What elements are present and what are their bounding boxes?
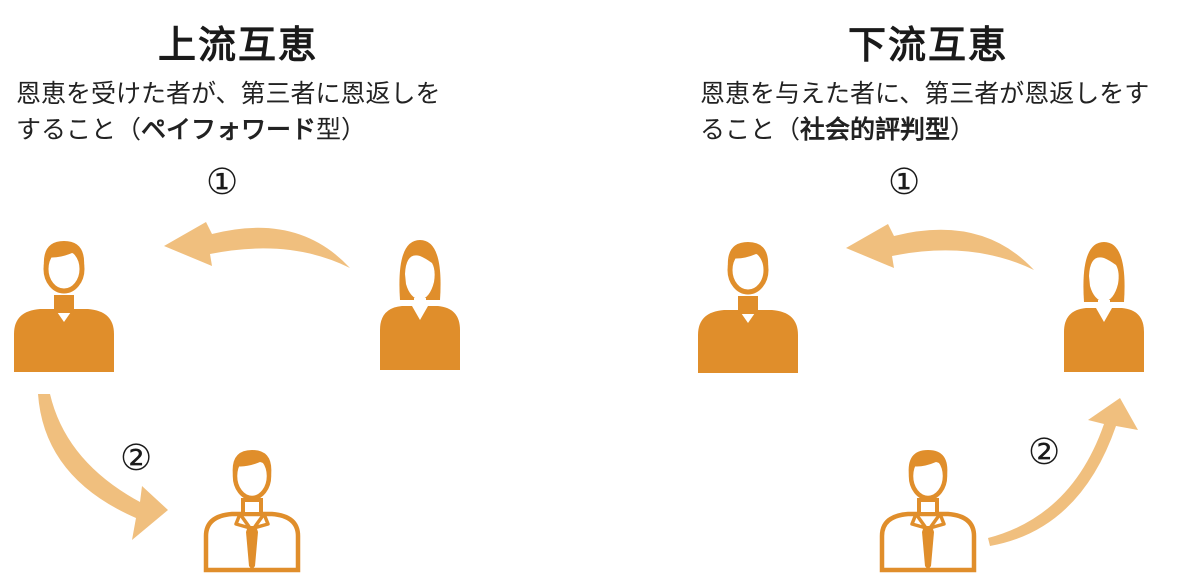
left-woman-icon [380, 240, 460, 370]
right-businessman-icon [882, 450, 974, 570]
right-desc-line2-post: ） [950, 115, 976, 144]
right-step-1: ① [888, 162, 921, 203]
left-step-2: ② [120, 438, 153, 479]
left-arrow-2 [38, 394, 168, 540]
left-title: 上流互恵 [158, 23, 319, 67]
left-businessman-icon [206, 450, 298, 570]
right-desc-line2-pre: ること（ [700, 115, 801, 144]
right-desc-line2: ること（社会的評判型） [700, 112, 1149, 148]
left-step-1: ① [206, 162, 239, 203]
left-arrow-1 [164, 222, 350, 268]
right-arrow-1 [846, 224, 1034, 270]
left-desc-line2-post: 型） [316, 115, 367, 144]
right-man-icon [698, 242, 798, 373]
left-man-icon [14, 241, 114, 372]
left-desc-line2-pre: すること（ [16, 115, 142, 144]
right-desc-line2-bold: 社会的評判型 [800, 115, 951, 144]
left-description: 恩恵を受けた者が、第三者に恩返しを すること（ペイフォワード型） [16, 76, 441, 148]
right-desc-line1: 恩恵を与えた者に、第三者が恩返しをす [700, 79, 1150, 108]
right-title: 下流互恵 [848, 23, 1009, 67]
right-arrow-2 [988, 398, 1138, 546]
right-step-2: ② [1028, 432, 1061, 473]
left-desc-line2: すること（ペイフォワード型） [16, 112, 441, 148]
right-woman-icon [1064, 242, 1144, 372]
right-description: 恩恵を与えた者に、第三者が恩返しをす ること（社会的評判型） [700, 76, 1149, 148]
left-desc-line1: 恩恵を受けた者が、第三者に恩返しを [16, 79, 441, 108]
left-desc-line2-bold: ペイフォワード [141, 115, 317, 144]
